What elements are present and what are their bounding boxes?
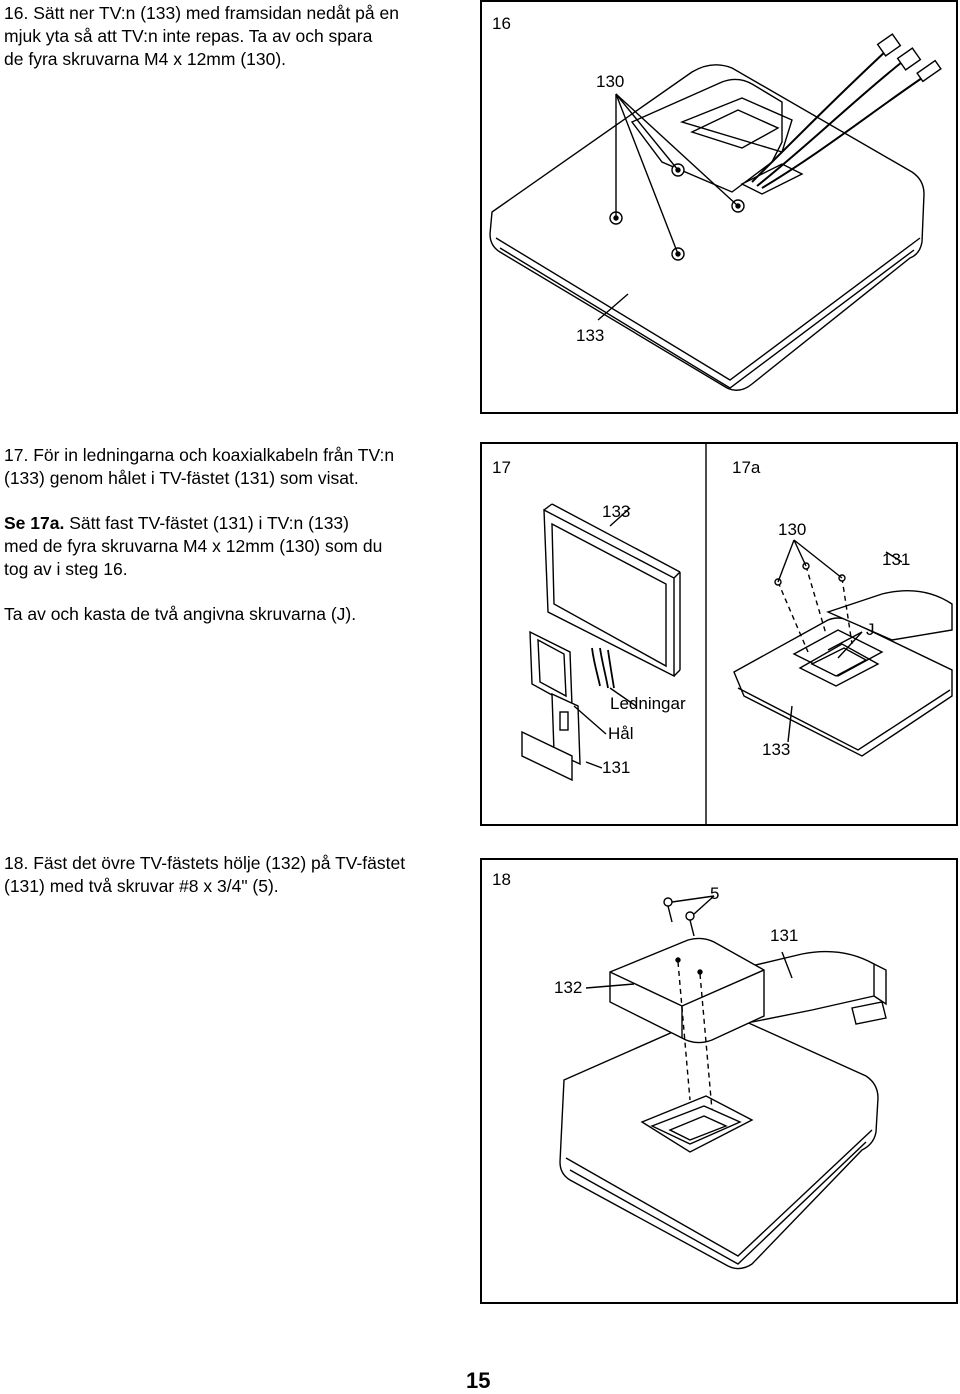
figure-17a-label-133: 133 bbox=[762, 740, 791, 759]
step-17-see-17a: Se 17a. Sätt fast TV-fästet (131) i TV:n… bbox=[4, 512, 464, 535]
figure-16-panel: 16 130 133 bbox=[480, 0, 958, 414]
figure-16-label-130: 130 bbox=[596, 72, 625, 91]
step-16-line-2: mjuk yta så att TV:n inte repas. Ta av o… bbox=[4, 26, 373, 46]
step-17-see-line-2: med de fyra skruvarna M4 x 12mm (130) so… bbox=[4, 536, 383, 556]
step-16-line-1: 16. Sätt ner TV:n (133) med framsidan ne… bbox=[4, 3, 399, 23]
figure-17-label-hal: Hål bbox=[608, 724, 634, 743]
figure-17-panel: 17 17a 133 Ledningar Hål 131 130 131 J 1… bbox=[480, 442, 958, 826]
figure-17a-label-j: J bbox=[866, 620, 875, 639]
step-18-text: 18. Fäst det övre TV-fästets hölje (132)… bbox=[4, 852, 464, 898]
figure-17a-number: 17a bbox=[732, 458, 761, 477]
step-17-text: 17. För in ledningarna och koaxialkabeln… bbox=[4, 444, 464, 626]
step-17-see-bold: Se 17a. bbox=[4, 513, 65, 533]
figure-17-number: 17 bbox=[492, 458, 511, 477]
step-18-line-1: 18. Fäst det övre TV-fästets hölje (132)… bbox=[4, 853, 406, 873]
step-17-line-1: 17. För in ledningarna och koaxialkabeln… bbox=[4, 445, 395, 465]
figure-18-label-131: 131 bbox=[770, 926, 799, 945]
figure-17-drawing bbox=[521, 444, 953, 824]
page-number: 15 bbox=[466, 1368, 491, 1393]
figure-18-label-5: 5 bbox=[710, 884, 720, 903]
figure-17-label-133-top: 133 bbox=[602, 502, 631, 521]
figure-18-number: 18 bbox=[492, 870, 511, 889]
step-16-line-3: de fyra skruvarna M4 x 12mm (130). bbox=[4, 49, 287, 69]
figure-17-label-131-left: 131 bbox=[602, 758, 631, 777]
figure-16-number: 16 bbox=[492, 14, 511, 33]
step-17-see-line-1: Sätt fast TV-fästet (131) i TV:n (133) bbox=[64, 513, 349, 533]
figure-16-label-133: 133 bbox=[576, 326, 605, 345]
figure-17a-label-130: 130 bbox=[778, 520, 807, 539]
step-16-text: 16. Sätt ner TV:n (133) med framsidan ne… bbox=[4, 2, 444, 71]
figure-18-label-132: 132 bbox=[554, 978, 583, 997]
figure-17a-label-131: 131 bbox=[882, 550, 911, 569]
step-17-discard: Ta av och kasta de två angivna skruvarna… bbox=[4, 604, 357, 624]
figure-16-drawing bbox=[489, 33, 942, 391]
step-17-see-line-3: tog av i steg 16. bbox=[4, 559, 128, 579]
step-18-line-2: (131) med två skruvar #8 x 3/4" (5). bbox=[4, 876, 279, 896]
figure-18-panel: 18 5 131 132 bbox=[480, 858, 958, 1304]
figure-18-drawing bbox=[559, 895, 887, 1270]
figure-17-label-ledningar: Ledningar bbox=[610, 694, 686, 713]
step-17-line-2: (133) genom hålet i TV-fästet (131) som … bbox=[4, 468, 359, 488]
